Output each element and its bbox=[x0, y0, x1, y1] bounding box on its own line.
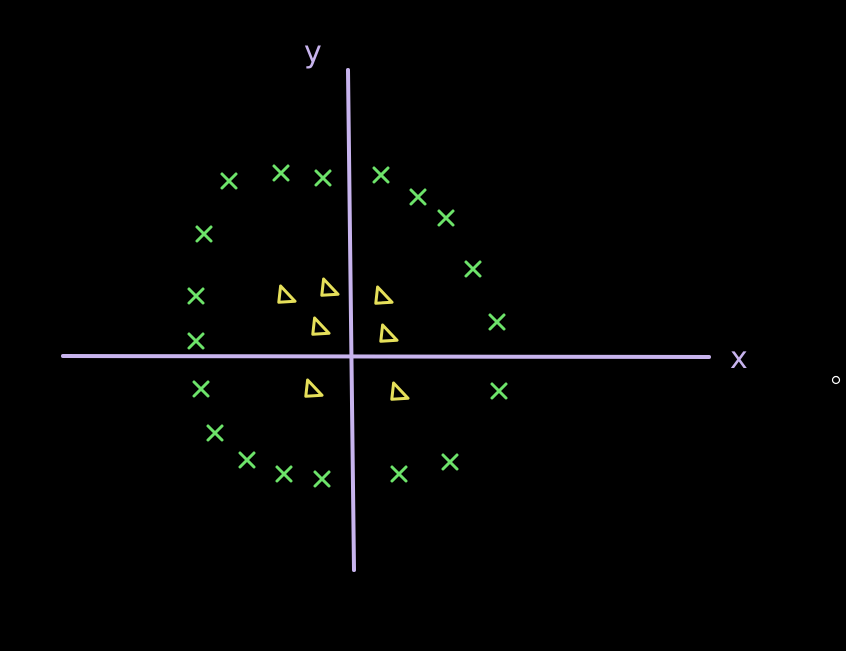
class-a-cross-mark bbox=[195, 225, 213, 243]
class-b-triangle-mark bbox=[304, 378, 324, 398]
class-a-cross-mark bbox=[187, 287, 205, 305]
data-marks bbox=[187, 164, 508, 488]
class-a-cross-mark bbox=[192, 380, 210, 398]
class-a-cross-mark bbox=[488, 313, 506, 331]
class-b-triangle-mark bbox=[374, 285, 394, 305]
class-a-cross-mark bbox=[238, 451, 256, 469]
class-a-cross-mark bbox=[490, 382, 508, 400]
class-a-cross-mark bbox=[275, 465, 293, 483]
cursor-icon bbox=[831, 375, 841, 385]
class-b-triangle-mark bbox=[311, 316, 331, 336]
class-a-cross-mark bbox=[314, 169, 332, 187]
class-b-triangle-mark bbox=[390, 381, 410, 401]
class-a-cross-mark bbox=[464, 260, 482, 278]
class-b-triangle-mark bbox=[320, 277, 340, 297]
class-b-triangle-mark bbox=[277, 284, 297, 304]
class-a-cross-mark bbox=[437, 209, 455, 227]
class-a-cross-mark bbox=[206, 424, 224, 442]
class-a-cross-mark bbox=[372, 166, 390, 184]
class-a-cross-mark bbox=[187, 332, 205, 350]
class-a-cross-mark bbox=[272, 164, 290, 182]
class-a-cross-mark bbox=[441, 453, 459, 471]
class-b-triangle-mark bbox=[379, 323, 399, 343]
x-axis bbox=[61, 354, 711, 359]
y-axis-label: y bbox=[304, 35, 322, 70]
class-a-cross-mark bbox=[313, 470, 331, 488]
class-a-cross-mark bbox=[390, 465, 408, 483]
x-axis-label: x bbox=[730, 341, 748, 376]
y-axis bbox=[346, 68, 356, 572]
class-a-cross-mark bbox=[409, 188, 427, 206]
class-a-cross-mark bbox=[220, 172, 238, 190]
